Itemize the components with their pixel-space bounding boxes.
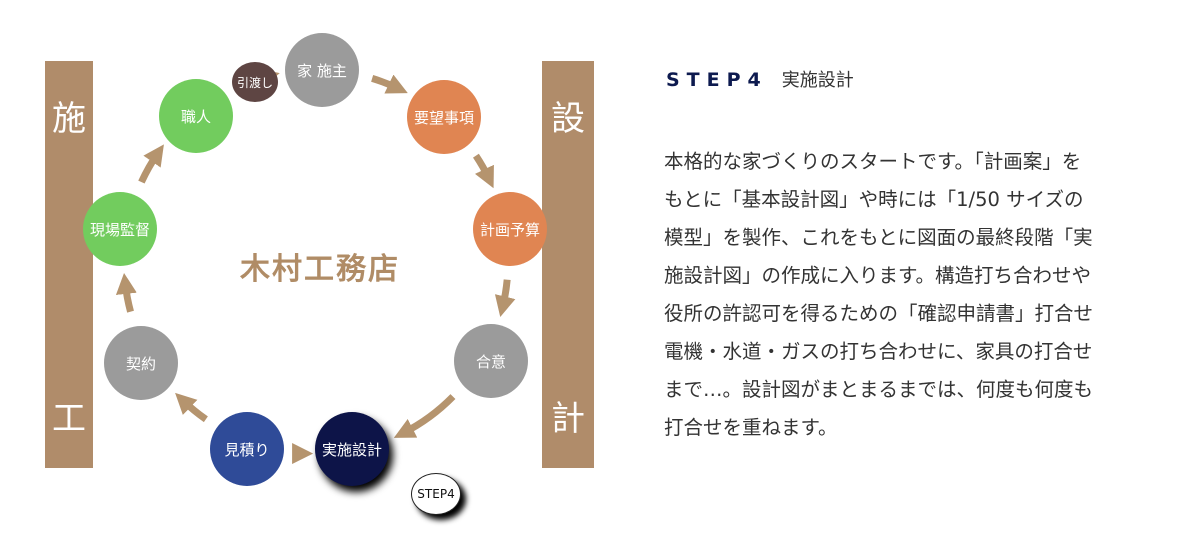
step-bubble: STEP4 [411,473,461,515]
step-number: STEP4 [666,69,768,91]
description-line: 模型」を製作、これをもとに図面の最終段階「実 [664,226,1093,249]
design-bar: 設 計 [542,61,594,468]
node-craftsman: 職人 [159,79,233,153]
cycle-arrow [138,144,164,184]
side-label: 設 [551,99,585,139]
cycle-arrow [115,272,137,313]
node-detailed-design: 実施設計 [315,412,389,486]
side-label: 施 [52,99,86,139]
side-label: 計 [551,399,585,439]
side-label: 工 [52,399,86,439]
step-heading: STEP4 実施設計 [666,66,854,92]
cycle-arrow [371,74,408,94]
node-budget: 計画予算 [473,192,547,266]
step-name: 実施設計 [781,70,854,91]
handover-bubble: 引渡し [232,62,278,102]
cycle-arrow [393,394,456,438]
company-logo: 木村工務店 [240,252,400,287]
description-line: 打合せを重ねます。 [664,416,838,439]
cycle-arrow [175,392,208,423]
description-line: 本格的な家づくりのスタートです。「計画案」を [664,150,1082,173]
description-line: 施設計図」の作成に入ります。構造打ち合わせや [664,264,1092,287]
node-agreement: 合意 [454,324,528,398]
cycle-arrow [472,153,494,189]
cycle-arrows [115,68,516,438]
step-description: 本格的な家づくりのスタートです。「計画案」をもとに「基本設計図」や時には「1/5… [664,143,1169,447]
node-requests: 要望事項 [407,80,481,154]
description-line: まで…。設計図がまとまるまでは、何度も何度も [664,378,1094,401]
description-line: もとに「基本設計図」や時には「1/50 サイズの [664,188,1084,211]
node-client: 家 施主 [285,33,359,107]
node-supervisor: 現場監督 [83,192,157,266]
node-contract: 契約 [104,326,178,400]
description-line: 電機・水道・ガスの打ち合わせに、家具の打合せ [664,340,1093,363]
cycle-arrow [494,279,516,318]
description-line: 役所の許認可を得るための「確認申請書」打合せ [664,302,1094,325]
construction-bar: 施 工 [45,61,93,468]
node-estimate: 見積り [210,412,284,486]
